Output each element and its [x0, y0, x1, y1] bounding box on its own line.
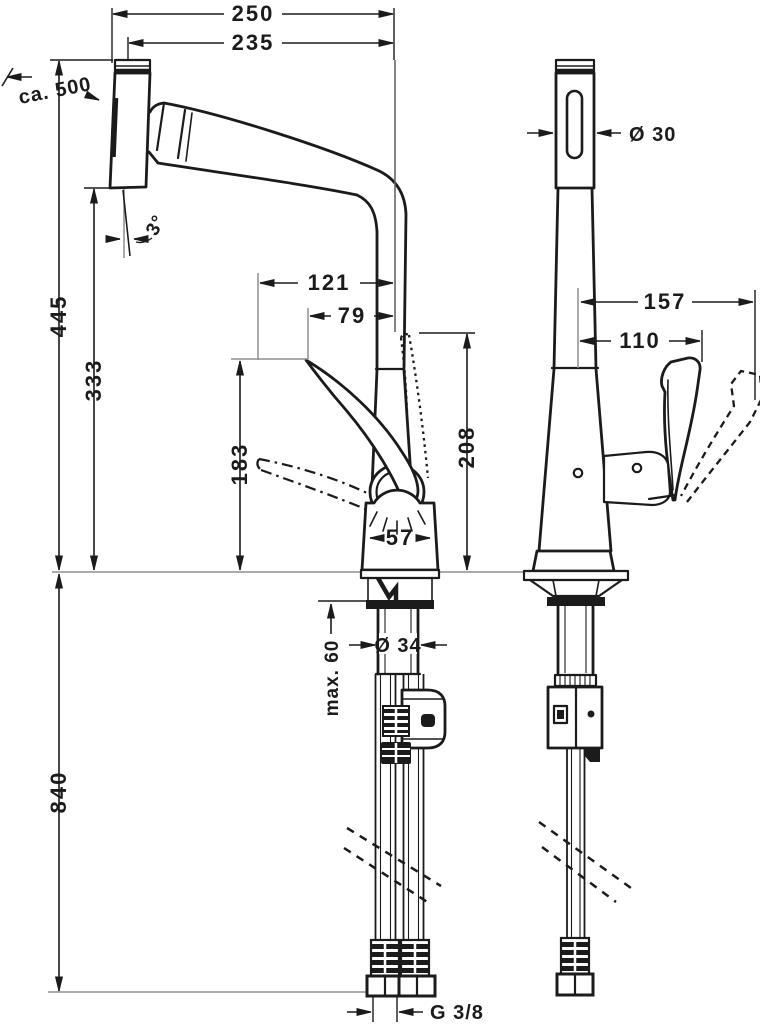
- g38-connectors: [365, 938, 437, 998]
- dim-handle-tip-height: 183: [227, 358, 308, 571]
- temp-limiter-detail: [572, 467, 584, 479]
- dim-connection-thread: G 3/8: [347, 996, 484, 1024]
- handle-lever: [304, 358, 420, 509]
- front-hose: [538, 748, 632, 997]
- dim-label-121: 121: [308, 270, 351, 295]
- dim-label-445: 445: [46, 295, 71, 338]
- dim-label-208: 208: [454, 426, 479, 469]
- dim-label-157: 157: [644, 289, 687, 314]
- spray-head: [108, 58, 152, 190]
- diverter-box: [400, 688, 447, 750]
- handle-raised-dotted: [399, 332, 430, 479]
- dim-base-width: 57: [369, 525, 431, 550]
- dim-label-max60: max. 60: [322, 640, 343, 717]
- mounting-hook: [376, 576, 399, 602]
- dim-pullout-hose: ca. 500: [1, 67, 100, 109]
- spray-select-button: [565, 89, 584, 160]
- dim-label-3deg: 3°: [142, 212, 170, 240]
- dim-label-183: 183: [227, 443, 252, 486]
- handle-lowered-dashdot: [256, 457, 370, 512]
- profile-view: [108, 58, 447, 998]
- dim-label-333: 333: [81, 359, 106, 402]
- mounting-hardware: [359, 568, 441, 676]
- dim-label-250: 250: [232, 1, 275, 26]
- dim-handle-reach: 110: [579, 328, 703, 362]
- front-wand: [537, 186, 613, 553]
- base-escutcheon: [360, 488, 440, 572]
- front-spray-head: [554, 58, 596, 190]
- spray-face: [110, 97, 119, 158]
- front-base: [522, 549, 630, 762]
- dim-handle-swing-reach: 157: [577, 288, 756, 400]
- dim-label-110: 110: [619, 328, 661, 353]
- dim-handle-top-height: 208: [419, 332, 479, 571]
- dim-hose-drop-length: 840: [46, 573, 71, 992]
- dim-reach-121: 121: [257, 270, 394, 360]
- spout-outline: [147, 101, 413, 489]
- dim-max-counter-thickness: max. 60: [318, 600, 369, 717]
- dim-spout-reach: 235: [127, 30, 394, 61]
- hose-inline-connector: [381, 705, 411, 764]
- dim-label-57: 57: [386, 525, 414, 550]
- reference-lines: [48, 571, 524, 993]
- hose-break-lines: [343, 826, 442, 907]
- front-view: [522, 58, 760, 997]
- dim-under-spout-height: 333: [81, 187, 112, 571]
- dim-head-diameter: Ø 30: [527, 124, 676, 146]
- dim-reach-79: 79: [307, 303, 394, 359]
- dim-shank-diameter: Ø 34: [349, 633, 447, 657]
- dim-label-g38: G 3/8: [430, 1002, 484, 1024]
- dim-label-79: 79: [338, 303, 366, 328]
- front-handle-swung-dashed: [679, 369, 760, 503]
- dim-spray-angle: 3°: [105, 189, 170, 258]
- base-hatching: [369, 510, 426, 535]
- dim-label-840: 840: [46, 771, 71, 814]
- dim-outlet-height: 445: [46, 59, 113, 571]
- front-handle-boss: [572, 450, 678, 507]
- dim-label-dia34: Ø 34: [374, 635, 421, 657]
- dim-label-235: 235: [232, 30, 275, 55]
- dim-label-ca500: ca. 500: [17, 73, 94, 109]
- front-handle-inner-line: [667, 379, 674, 491]
- dim-label-dia30: Ø 30: [629, 124, 676, 146]
- dim-overall-depth: 250: [111, 1, 396, 332]
